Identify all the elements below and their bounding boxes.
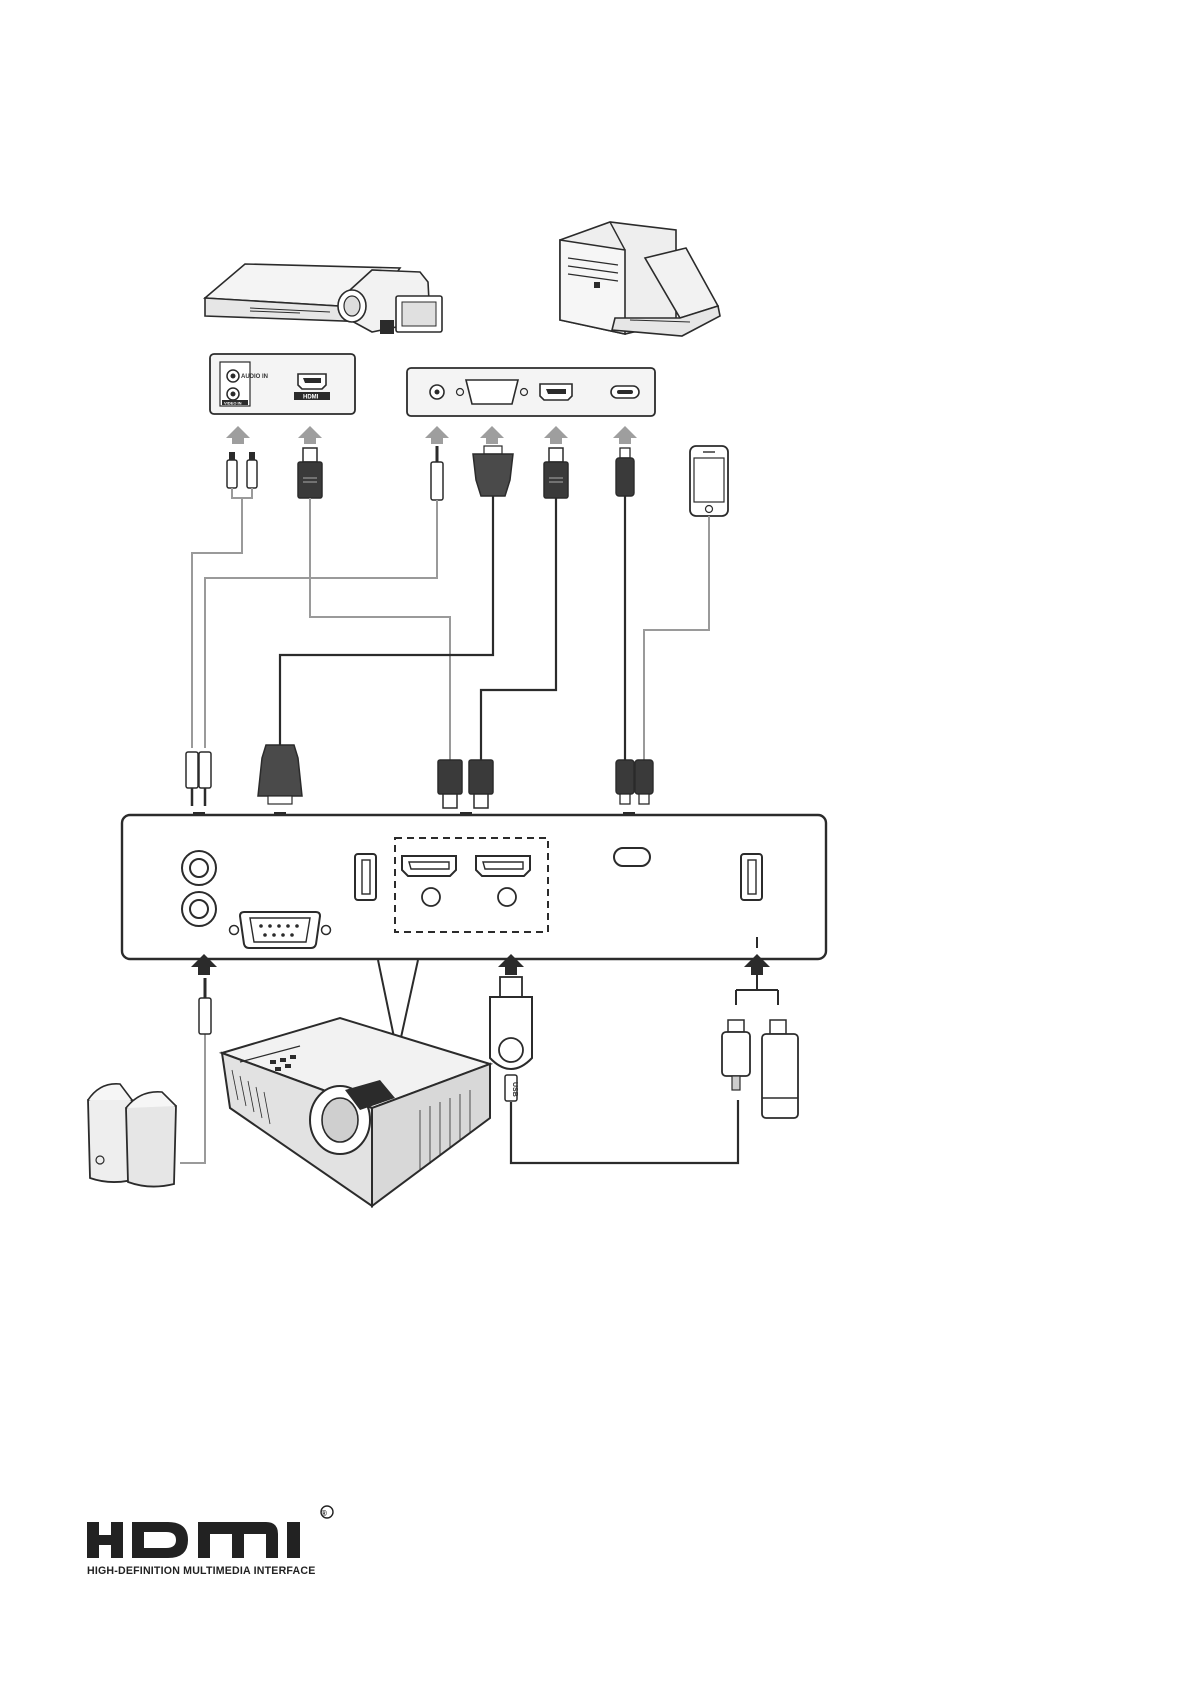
pc-source-panel [407,368,655,416]
usb-plug-illustration [722,1020,750,1090]
registered-mark: ® [321,1509,327,1518]
video-in-label: VIDEO IN [224,401,242,406]
usbc-cable-plug-pc [616,448,634,496]
hdmi-logo: ® HIGH-DEFINITION MULTIMEDIA INTERFACE [87,1506,333,1577]
audio-jacks-lower [186,752,211,806]
hdmi-wordmark-graphic [87,1522,300,1558]
audio-jack-plug-speakers [199,978,211,1034]
usb-split-line [736,975,778,1005]
hdmi-cable-plug-pc [544,448,568,498]
usb-c-in-port [614,848,650,866]
vga-plug-lower [258,745,302,804]
hdmi-cable-plug-av [298,448,322,498]
hdmi-logo-subtitle: HIGH-DEFINITION MULTIMEDIA INTERFACE [87,1565,315,1577]
usbc-plugs-lower [616,760,653,804]
pc-vga-port [466,380,518,404]
vga-cable-plug-pc [473,446,513,496]
rca-cable-plugs [227,452,257,498]
projector-illustration [222,960,490,1206]
hdmi-source-label: HDMI [303,395,319,401]
hdmi-dongle-illustration: USB [490,977,532,1101]
projector-rear-panel [122,815,826,959]
av-source-panel: AUDIO IN VIDEO IN HDMI [210,354,355,414]
hdmi-plugs-lower [438,760,493,808]
usb-label: USB [511,1082,518,1097]
smartphone-illustration [690,446,728,516]
audio-jack-plug-pc [431,446,443,500]
speakers-illustration [88,1084,176,1187]
usb-stick-illustration [762,1020,798,1118]
audio-in-label: AUDIO IN [241,374,268,380]
upward-gray-arrows [226,426,637,444]
